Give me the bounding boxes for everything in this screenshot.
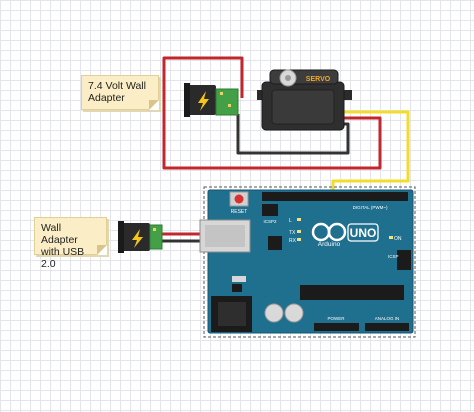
arduino-uno[interactable]: RESET ICSP2 DIGITAL (PWM~) Arduino UNO O… xyxy=(199,186,416,338)
analog-label: ANALOG IN xyxy=(375,316,400,321)
power-header xyxy=(314,323,359,331)
note-line-1: 7.4 Volt Wall xyxy=(88,80,146,92)
icsp-label: ICSP xyxy=(388,254,399,259)
led-rx xyxy=(297,238,301,241)
wire-yellow-servo-signal xyxy=(331,110,410,196)
icsp2-label: ICSP2 xyxy=(263,219,277,224)
power-jack-top[interactable] xyxy=(184,83,239,117)
uno-logo-loop xyxy=(327,222,347,242)
wires xyxy=(160,56,410,243)
reset-label: RESET xyxy=(231,209,248,215)
regulator xyxy=(232,284,242,292)
on-label: ON xyxy=(394,236,402,242)
uno-badge xyxy=(347,223,379,242)
reset-button[interactable] xyxy=(234,194,244,204)
icsp2-header xyxy=(262,204,278,216)
note-line-2: Adapter xyxy=(88,92,125,104)
led-l xyxy=(297,218,301,221)
arduino-logo-text: Arduino xyxy=(318,241,341,248)
capacitor-right xyxy=(284,303,304,323)
digital-label: DIGITAL (PWM~) xyxy=(353,205,388,210)
servo-label: SERVO xyxy=(306,76,331,83)
power-label: POWER xyxy=(327,316,345,321)
led-tx xyxy=(297,230,301,233)
servo-motor[interactable]: SERVO xyxy=(257,69,352,131)
note-line-1: Wall Adapter xyxy=(41,222,78,246)
atmega-chip xyxy=(300,285,404,300)
wire-black-servo-ground xyxy=(236,114,350,155)
analog-header xyxy=(365,323,409,331)
led-on xyxy=(389,236,393,239)
l-label: L xyxy=(289,218,292,224)
note-line-2: with USB 2.0 xyxy=(41,246,85,270)
wire-red-servo-power xyxy=(162,56,382,170)
lightning-bolt-icon xyxy=(198,91,209,111)
tx-label: TX xyxy=(289,230,296,236)
capacitor-left xyxy=(264,303,284,323)
lightning-bolt-icon xyxy=(132,229,143,248)
power-jack-usb[interactable] xyxy=(118,221,163,253)
digital-header xyxy=(262,192,408,201)
note-7v4-adapter[interactable]: 7.4 Volt Wall Adapter xyxy=(81,75,159,110)
usb-chip xyxy=(268,236,282,250)
board-selection-outline xyxy=(203,186,416,338)
icsp-header xyxy=(397,250,411,270)
uno-text: UNO xyxy=(350,226,377,240)
rx-label: RX xyxy=(289,238,297,244)
note-usb-adapter[interactable]: Wall Adapter with USB 2.0 xyxy=(34,217,107,270)
crystal xyxy=(232,276,246,282)
